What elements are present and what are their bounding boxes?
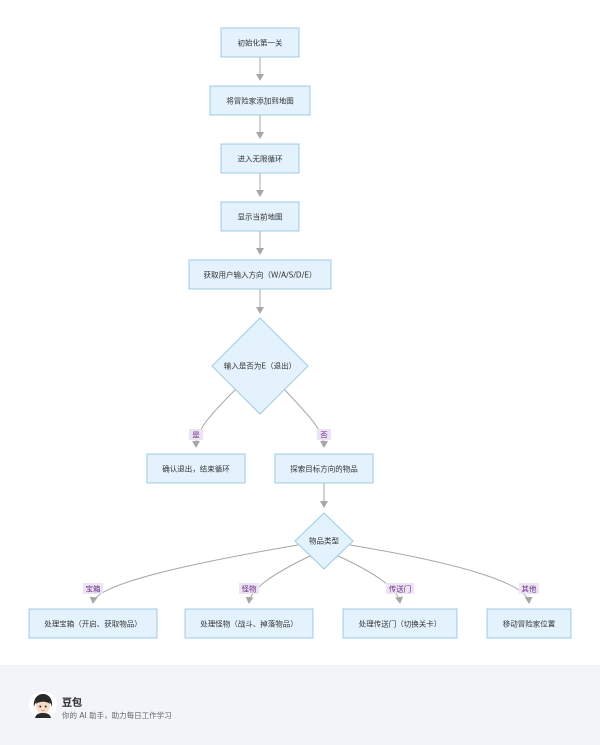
node-move-adventurer-text: 移动冒险家位置 [503, 619, 556, 629]
node-move-adventurer: 移动冒险家位置 [486, 608, 572, 639]
edge-label-monster: 怪物 [239, 583, 259, 594]
footer-banner: 豆包 你的 AI 助手，助力每日工作学习 [0, 665, 600, 745]
node-init-level: 初始化第一关 [220, 27, 300, 58]
node-handle-chest: 处理宝箱（开启、获取物品） [28, 608, 158, 639]
edge-type-to-chest [89, 544, 299, 604]
edge-decision-to-exit [192, 388, 237, 448]
node-handle-monster: 处理怪物（战斗、掉落物品） [184, 608, 314, 639]
node-show-map-text: 显示当前地图 [238, 212, 283, 222]
node-item-type-text: 物品类型 [309, 536, 339, 546]
node-item-type-decision: 物品类型 [294, 512, 354, 570]
edge-labels: 是 否 宝箱 怪物 传送门 其他 [83, 429, 539, 594]
edge-label-no: 否 [317, 429, 331, 440]
edge-label-monster-text: 怪物 [242, 584, 257, 594]
flowchart-canvas: 是 否 宝箱 怪物 传送门 其他 [28, 27, 572, 639]
edge-label-portal: 传送门 [386, 583, 414, 594]
node-explore-item-text: 探索目标方向的物品 [290, 464, 358, 474]
node-init-level-text: 初始化第一关 [238, 38, 283, 48]
avatar-icon [29, 691, 57, 719]
brand-tagline: 你的 AI 助手，助力每日工作学习 [62, 711, 172, 720]
edge-label-other: 其他 [519, 583, 539, 594]
node-handle-portal: 处理传送门（切换关卡） [342, 608, 458, 639]
node-confirm-exit: 确认退出，结束循环 [146, 453, 246, 484]
edge-label-no-text: 否 [320, 431, 328, 440]
node-get-input-text: 获取用户输入方向（W/A/S/D/E） [204, 270, 317, 280]
brand-name: 豆包 [62, 698, 82, 709]
node-handle-chest-text: 处理宝箱（开启、获取物品） [44, 619, 142, 629]
node-is-exit-decision: 输入是否为E（退出） [211, 317, 309, 415]
node-explore-item: 探索目标方向的物品 [274, 453, 374, 484]
edge-label-chest: 宝箱 [83, 583, 103, 594]
edge-label-other-text: 其他 [522, 584, 537, 594]
edge-type-to-monster [245, 554, 313, 604]
node-show-map: 显示当前地图 [220, 201, 300, 232]
node-get-input: 获取用户输入方向（W/A/S/D/E） [188, 259, 332, 290]
node-add-adventurer-text: 将冒险家添加到地图 [226, 96, 294, 106]
edges [89, 57, 533, 604]
edge-label-yes: 是 [189, 429, 203, 440]
edge-type-to-move [349, 544, 533, 604]
node-enter-loop: 进入无限循环 [220, 143, 300, 174]
node-enter-loop-text: 进入无限循环 [238, 154, 283, 164]
edge-decision-to-explore [283, 388, 328, 448]
edge-type-to-portal [335, 554, 404, 604]
edge-label-yes-text: 是 [192, 431, 200, 440]
edge-label-portal-text: 传送门 [389, 584, 412, 594]
edge-label-chest-text: 宝箱 [86, 584, 101, 594]
node-add-adventurer: 将冒险家添加到地图 [209, 85, 311, 116]
node-confirm-exit-text: 确认退出，结束循环 [162, 464, 230, 474]
flowchart-svg: 是 否 宝箱 怪物 传送门 其他 [28, 27, 572, 639]
node-handle-portal-text: 处理传送门（切换关卡） [359, 619, 442, 629]
node-handle-monster-text: 处理怪物（战斗、掉落物品） [200, 619, 298, 629]
node-is-exit-text: 输入是否为E（退出） [224, 361, 296, 371]
